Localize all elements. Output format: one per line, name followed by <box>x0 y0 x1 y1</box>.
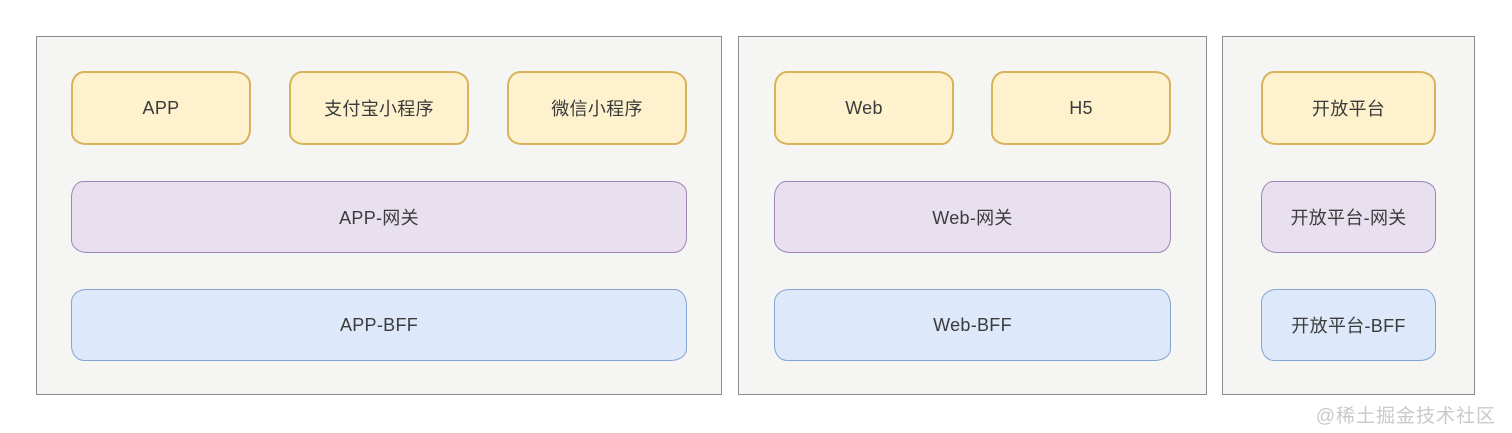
node-label: H5 <box>1069 97 1093 118</box>
panel-web: Web H5 Web-网关 Web-BFF <box>738 36 1207 395</box>
web-clients-row: Web H5 <box>774 71 1171 145</box>
node-wechat-miniprogram: 微信小程序 <box>507 71 687 145</box>
panel-app: APP 支付宝小程序 微信小程序 APP-网关 APP-BFF <box>36 36 722 395</box>
node-label: APP <box>142 97 180 118</box>
node-web-bff: Web-BFF <box>774 289 1171 361</box>
node-label: 开放平台-BFF <box>1291 316 1406 336</box>
node-app: APP <box>71 71 251 145</box>
node-open-platform: 开放平台 <box>1261 71 1436 145</box>
panel-open-platform: 开放平台 开放平台-网关 开放平台-BFF <box>1222 36 1475 395</box>
open-platform-clients-row: 开放平台 <box>1261 71 1436 145</box>
node-web-gateway: Web-网关 <box>774 181 1171 253</box>
juejin-watermark: @稀土掘金技术社区 <box>1315 406 1496 427</box>
node-web: Web <box>774 71 954 145</box>
app-clients-row: APP 支付宝小程序 微信小程序 <box>71 71 687 145</box>
node-label: 开放平台 <box>1311 99 1386 119</box>
node-app-gateway: APP-网关 <box>71 181 687 253</box>
node-label: APP-BFF <box>339 314 419 335</box>
node-label: Web-BFF <box>933 314 1012 335</box>
node-label: Web-网关 <box>932 208 1013 228</box>
node-label: APP-网关 <box>339 208 419 228</box>
node-label: Web <box>845 97 883 118</box>
node-label: 支付宝小程序 <box>324 99 434 119</box>
node-app-bff: APP-BFF <box>71 289 687 361</box>
node-label: 微信小程序 <box>551 99 643 119</box>
node-label: 开放平台-网关 <box>1290 208 1407 228</box>
node-open-platform-bff: 开放平台-BFF <box>1261 289 1436 361</box>
node-h5: H5 <box>991 71 1171 145</box>
node-open-platform-gateway: 开放平台-网关 <box>1261 181 1436 253</box>
node-alipay-miniprogram: 支付宝小程序 <box>289 71 469 145</box>
